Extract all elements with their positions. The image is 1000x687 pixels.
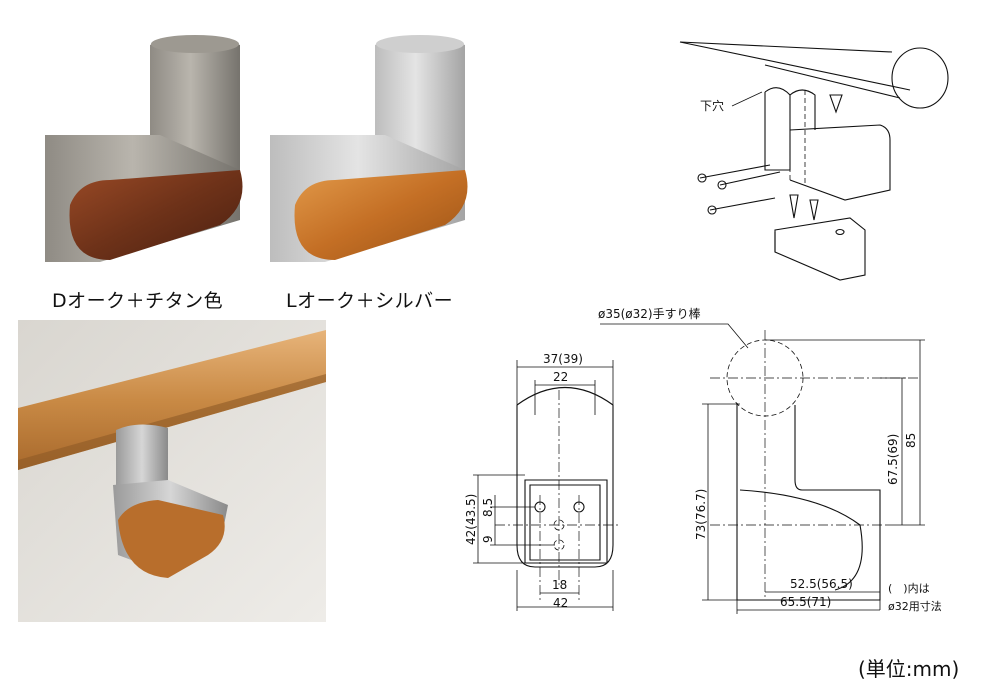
product-photo-l-oak (270, 35, 468, 262)
side-height-left-dim: 73(76.7) (694, 489, 708, 540)
front-height-dim: 42(43.5) (464, 494, 478, 545)
note-line-2: ø32用寸法 (888, 599, 942, 613)
installed-photo (18, 320, 326, 622)
front-pitch-upper-dim: 8.5 (481, 498, 495, 517)
side-depth-center-dim: 52.5(56.5) (790, 577, 853, 591)
product-label-d-oak: Dオーク＋チタン色 (52, 290, 224, 312)
front-inner-width-dim: 22 (553, 370, 568, 384)
front-base-width-dim: 42 (553, 596, 568, 610)
isometric-assembly-drawing: 下穴 (679, 41, 949, 281)
front-bottom-hole-dim: 18 (552, 578, 567, 592)
product-photo-d-oak (45, 35, 243, 262)
hole-label: 下穴 (700, 98, 724, 113)
front-width-dim: 37(39) (543, 352, 583, 366)
product-label-l-oak: Lオーク＋シルバー (286, 290, 454, 312)
front-view-drawing: 37(39) 22 42(43.5) 8.5 9 18 42 (464, 352, 620, 611)
front-pitch-lower-dim: 9 (481, 535, 495, 543)
unit-label: (単位:mm) (858, 657, 960, 681)
side-view-drawing: ø35(ø32)手すり棒 85 67.5(69) 73(76.7) 52.5(5… (598, 307, 942, 614)
bar-label: ø35(ø32)手すり棒 (598, 307, 701, 321)
side-height-center-dim: 67.5(69) (886, 434, 900, 485)
note-line-1: ( )内は (888, 581, 930, 595)
side-height-total-dim: 85 (904, 433, 918, 448)
side-depth-total-dim: 65.5(71) (780, 595, 831, 609)
